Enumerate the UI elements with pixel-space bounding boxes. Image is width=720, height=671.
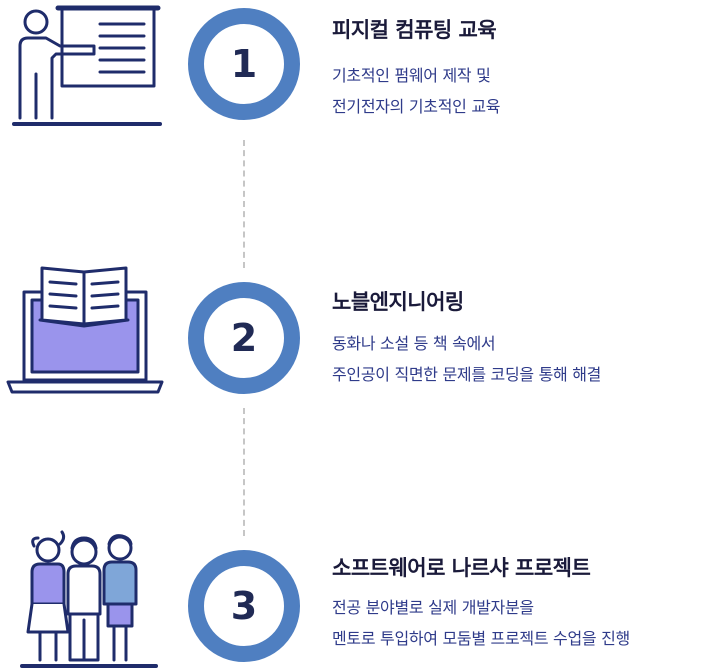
laptop-book-icon (6, 266, 164, 394)
step-number-circle: 1 (188, 8, 300, 120)
step-number: 1 (230, 42, 258, 86)
step-number-circle: 2 (188, 282, 300, 394)
step-description: 기초적인 펌웨어 제작 및 전기전자의 기초적인 교육 (332, 60, 501, 122)
step-description: 동화나 소설 등 책 속에서 주인공이 직면한 문제를 코딩을 통해 해결 (332, 328, 601, 390)
step-description-line-1: 기초적인 펌웨어 제작 및 (332, 66, 491, 85)
step-number: 3 (230, 584, 258, 628)
step-description-line-1: 동화나 소설 등 책 속에서 (332, 334, 496, 353)
teacher-presentation-icon (12, 5, 162, 126)
step-description-line-1: 전공 분야별로 실제 개발자분을 (332, 598, 534, 617)
connector-line-1-2 (243, 140, 245, 268)
step-description: 전공 분야별로 실제 개발자분을 멘토로 투입하여 모둠별 프로젝트 수업을 진… (332, 592, 630, 654)
connector-line-2-3 (243, 408, 245, 536)
step-title: 노블엔지니어링 (332, 290, 464, 314)
students-group-icon (20, 530, 158, 668)
step-title: 피지컬 컴퓨팅 교육 (332, 18, 497, 42)
step-description-line-2: 전기전자의 기초적인 교육 (332, 97, 501, 116)
step-title: 소프트웨어로 나르샤 프로젝트 (332, 556, 591, 580)
step-number: 2 (230, 316, 258, 360)
step-number-circle: 3 (188, 550, 300, 662)
step-description-line-2: 멘토로 투입하여 모둠별 프로젝트 수업을 진행 (332, 629, 630, 648)
step-description-line-2: 주인공이 직면한 문제를 코딩을 통해 해결 (332, 365, 602, 384)
